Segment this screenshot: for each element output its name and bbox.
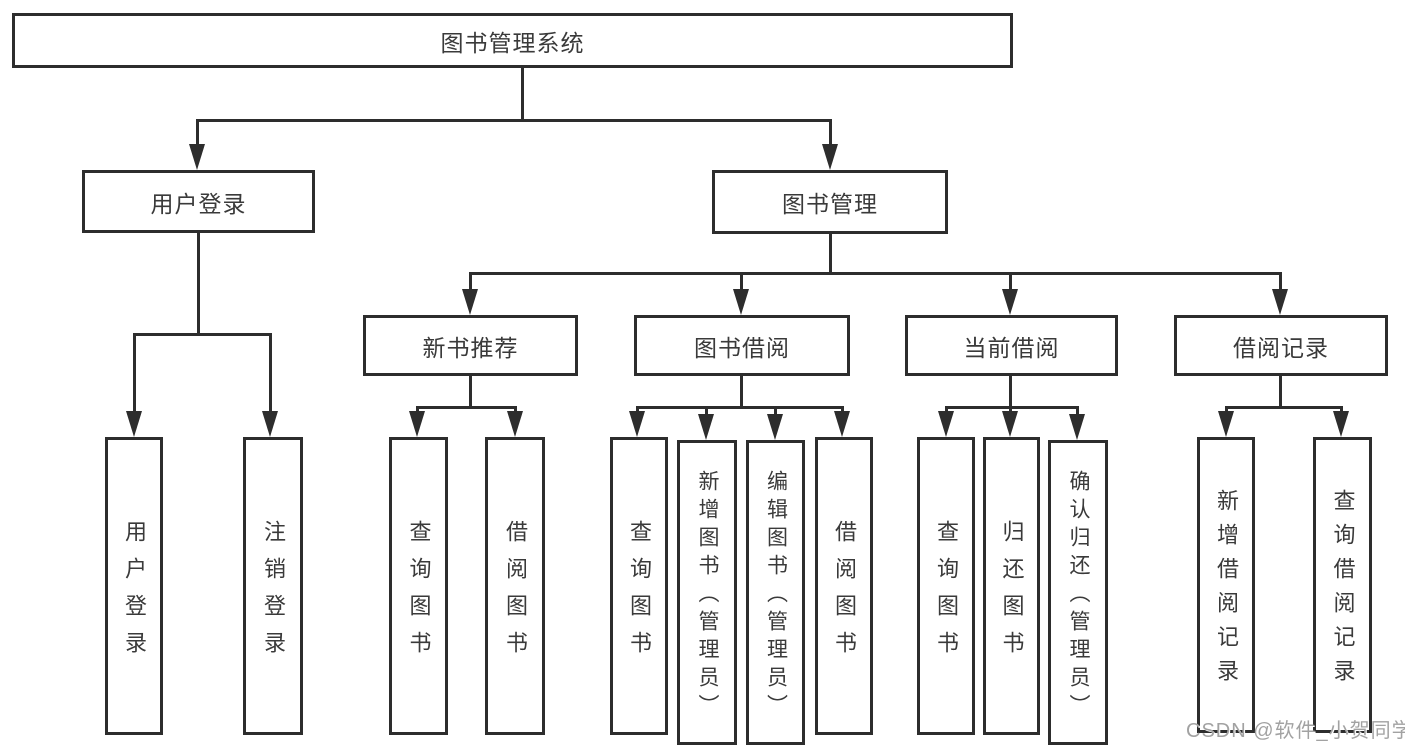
node-current-borrowing: 当前借阅 [905,315,1118,376]
arrowhead-bb-edit [767,414,783,440]
connector-nbr-stem [469,376,472,408]
connector-to-user-login-group [196,119,199,147]
leaf-cb-return-books: 归还图书 [983,437,1040,735]
node-user-login-group: 用户登录 [82,170,315,233]
connector-to-nb-borrow [514,406,517,414]
connector-bookmgmt-branch [469,272,1282,275]
connector-to-book-management [829,119,832,147]
arrowhead-new-book-recommend [462,289,478,315]
connector-to-bb-add [705,406,708,416]
arrowhead-cb-query [938,411,954,437]
arrowhead-cb-return [1002,411,1018,437]
arrowhead-leaf-logout [262,411,278,437]
leaf-bb-borrow-books: 借阅图书 [815,437,873,735]
connector-to-nb-query [416,406,419,414]
leaf-cb-confirm-return-admin: 确认归还（管理员） [1048,440,1108,745]
node-system-root: 图书管理系统 [12,13,1013,68]
connector-bb-stem [740,376,743,408]
connector-to-borrow-records [1279,272,1282,291]
connector-bookmgmt-stem [829,233,832,274]
connector-to-br-query [1340,406,1343,414]
connector-root-stem [521,68,524,121]
arrowhead-br-add [1218,411,1234,437]
arrowhead-bb-borrow [834,411,850,437]
connector-to-leaf-logout [269,333,272,413]
leaf-nb-borrow-books: 借阅图书 [485,437,545,735]
arrowhead-user-login-group [189,144,205,170]
connector-to-bb-query [636,406,639,414]
leaf-br-add-record: 新增借阅记录 [1197,437,1255,733]
connector-to-bb-borrow [841,406,844,414]
arrowhead-nb-borrow [507,411,523,437]
arrowhead-nb-query [409,411,425,437]
connector-to-br-add [1225,406,1228,414]
arrowhead-br-query [1333,411,1349,437]
connector-br-branch [1225,406,1342,409]
leaf-user-login: 用户登录 [105,437,163,735]
csdn-watermark: CSDN @软件_小贺同学 [1186,720,1405,742]
node-new-book-recommend: 新书推荐 [363,315,578,376]
arrowhead-book-management [822,144,838,170]
leaf-logout: 注销登录 [243,437,303,735]
arrowhead-current-borrowing [1002,289,1018,315]
arrowhead-book-borrowing [733,289,749,315]
leaf-br-query-record: 查询借阅记录 [1313,437,1372,733]
leaf-bb-edit-book-admin: 编辑图书（管理员） [746,440,805,745]
connector-to-cb-return [1009,406,1012,414]
arrowhead-cb-confirm [1069,414,1085,440]
node-borrow-records: 借阅记录 [1174,315,1388,376]
connector-root-branch [196,119,832,122]
connector-to-bb-edit [774,406,777,416]
connector-to-leaf-user-login [133,333,136,413]
leaf-nb-query-books: 查询图书 [389,437,448,735]
connector-cb-branch [945,406,1079,409]
connector-to-cb-query [945,406,948,414]
arrowhead-leaf-user-login [126,411,142,437]
connector-to-book-borrowing [740,272,743,291]
arrowhead-borrow-records [1272,289,1288,315]
node-book-management: 图书管理 [712,170,948,234]
connector-to-current-borrowing [1009,272,1012,291]
leaf-cb-query-books: 查询图书 [917,437,975,735]
connector-br-stem [1279,376,1282,408]
node-book-borrowing: 图书借阅 [634,315,850,376]
arrowhead-bb-query [629,411,645,437]
arrowhead-bb-add [698,414,714,440]
connector-userlogin-stem [197,232,200,335]
leaf-bb-add-book-admin: 新增图书（管理员） [677,440,737,745]
connector-bb-branch [636,406,844,409]
connector-nbr-branch [416,406,517,409]
connector-userlogin-branch [133,333,272,336]
connector-to-new-book-recommend [469,272,472,291]
leaf-bb-query-books: 查询图书 [610,437,668,735]
connector-to-cb-confirm [1076,406,1079,416]
connector-cb-stem [1009,376,1012,408]
